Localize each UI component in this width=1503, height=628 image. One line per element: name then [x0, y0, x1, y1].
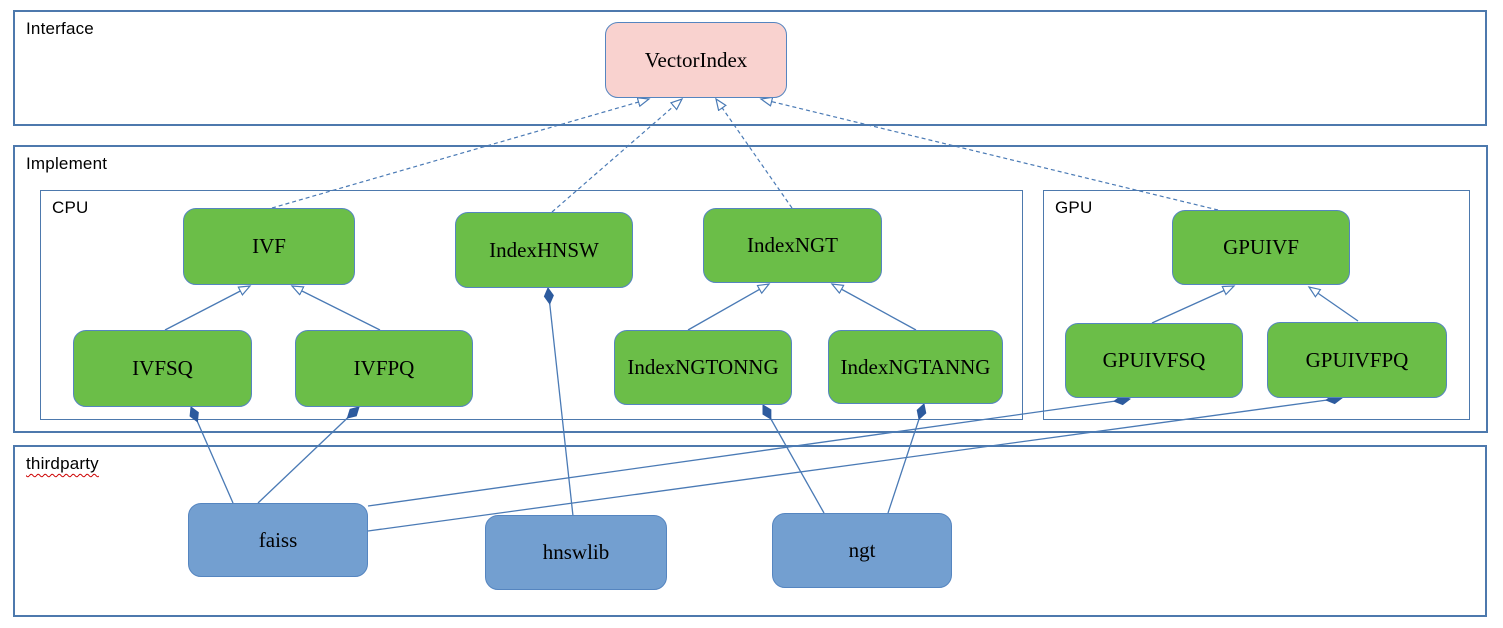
node-indexngtanng: IndexNGTANNG: [828, 330, 1003, 404]
node-ivf: IVF: [183, 208, 355, 285]
node-hnswlib: hnswlib: [485, 515, 667, 590]
node-ngt-label: ngt: [848, 538, 876, 562]
container-cpu-label: CPU: [52, 198, 89, 217]
container-implement-label: Implement: [26, 154, 108, 173]
node-faiss: faiss: [188, 503, 368, 577]
container-thirdparty-label: thirdparty: [26, 454, 99, 473]
node-indexngtonng-label: IndexNGTONNG: [627, 355, 779, 379]
node-ngt: ngt: [772, 513, 952, 588]
node-gpuivf: GPUIVF: [1172, 210, 1350, 285]
node-indexhnsw-label: IndexHNSW: [489, 237, 599, 262]
node-vectorindex-label: VectorIndex: [644, 47, 748, 72]
node-ivfpq-label: IVFPQ: [353, 356, 415, 380]
node-gpuivfpq: GPUIVFPQ: [1267, 322, 1447, 398]
node-ivfpq: IVFPQ: [295, 330, 473, 407]
node-gpuivfpq-label: GPUIVFPQ: [1305, 347, 1409, 372]
node-faiss-label: faiss: [258, 527, 298, 552]
container-gpu-label: GPU: [1055, 198, 1093, 217]
node-gpuivfsq: GPUIVFSQ: [1065, 323, 1243, 398]
node-gpuivf-label: GPUIVF: [1223, 235, 1299, 259]
node-indexhnsw: IndexHNSW: [455, 212, 633, 288]
node-indexngtanng-label: IndexNGTANNG: [840, 354, 991, 379]
node-ivf-label: IVF: [252, 234, 286, 258]
node-gpuivfsq-label: GPUIVFSQ: [1102, 348, 1206, 372]
node-hnswlib-label: hnswlib: [542, 540, 610, 564]
node-ivfsq-label: IVFSQ: [132, 356, 193, 380]
node-indexngt: IndexNGT: [703, 208, 882, 283]
node-indexngt-label: IndexNGT: [747, 233, 838, 257]
container-interface-label: Interface: [26, 19, 94, 38]
node-vectorindex: VectorIndex: [605, 22, 787, 98]
node-indexngtonng: IndexNGTONNG: [614, 330, 792, 405]
node-ivfsq: IVFSQ: [73, 330, 252, 407]
